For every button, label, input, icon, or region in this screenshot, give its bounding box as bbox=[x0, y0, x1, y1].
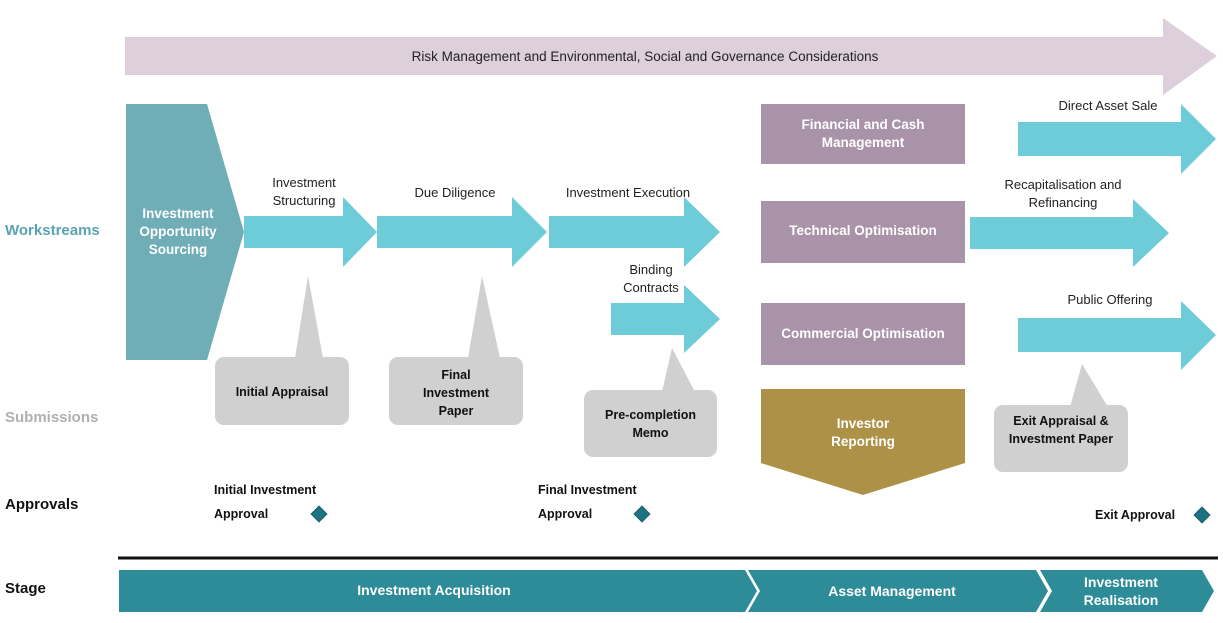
binding-contracts-label: Binding Contracts bbox=[623, 262, 679, 295]
recap-arrow bbox=[970, 199, 1169, 267]
exit-approval-label: Exit Approval bbox=[1095, 508, 1176, 522]
stage-realisation-label: Investment Realisation bbox=[1083, 574, 1159, 608]
technical-box bbox=[761, 201, 965, 263]
execution-label: Investment Execution bbox=[565, 185, 691, 200]
exit-paper-callout bbox=[994, 364, 1128, 472]
pre-completion-callout bbox=[584, 348, 717, 457]
stage-realisation-shape bbox=[1040, 570, 1214, 612]
recap-label: Recapitalisation and Refinancing bbox=[1004, 177, 1122, 210]
initial-approval-line2: Approval bbox=[214, 507, 269, 521]
direct-sale-label: Direct Asset Sale bbox=[1058, 98, 1158, 113]
public-offering-arrow bbox=[1018, 301, 1216, 370]
final-paper-callout bbox=[389, 276, 523, 425]
row-label-stage: Stage bbox=[5, 580, 46, 597]
investor-reporting-shape bbox=[761, 389, 965, 495]
technical-label: Technical Optimisation bbox=[789, 223, 937, 238]
row-label-submissions: Submissions bbox=[5, 409, 99, 426]
investor-reporting-label: Investor Reporting bbox=[831, 416, 895, 449]
row-label-workstreams: Workstreams bbox=[5, 222, 100, 239]
sourcing-label: Investment Opportunity Sourcing bbox=[139, 206, 217, 257]
initial-appraisal-callout bbox=[215, 276, 349, 425]
stage-asset-management-shape bbox=[748, 570, 1048, 612]
commercial-box bbox=[761, 303, 965, 365]
sourcing-shape bbox=[126, 104, 244, 360]
pre-completion-label: Pre-completion Memo bbox=[605, 408, 696, 440]
risk-banner-arrow bbox=[125, 18, 1217, 95]
final-paper-label: Final Investment Paper bbox=[423, 368, 489, 418]
binding-contracts-arrow bbox=[611, 285, 720, 353]
due-diligence-arrow bbox=[377, 197, 547, 267]
stage-asset-management-label: Asset Management bbox=[828, 583, 956, 599]
structuring-arrow bbox=[244, 197, 377, 267]
due-diligence-label: Due Diligence bbox=[414, 185, 496, 200]
direct-sale-arrow bbox=[1018, 104, 1216, 174]
financial-box bbox=[761, 104, 965, 164]
risk-banner-label: Risk Management and Environmental, Socia… bbox=[411, 49, 879, 64]
financial-label: Financial and Cash Management bbox=[801, 117, 925, 150]
row-label-approvals: Approvals bbox=[5, 496, 79, 513]
structuring-label: Investment Structuring bbox=[272, 175, 336, 208]
commercial-label: Commercial Optimisation bbox=[781, 326, 945, 341]
initial-approval-line1: Initial Investment bbox=[214, 483, 317, 497]
stage-acquisition-label: Investment Acquisition bbox=[357, 582, 511, 598]
final-approval-line2: Approval bbox=[538, 507, 593, 521]
final-approval-line1: Final Investment bbox=[538, 483, 637, 497]
stage-acquisition-shape bbox=[119, 570, 757, 612]
public-offering-label: Public Offering bbox=[1067, 292, 1153, 307]
execution-arrow bbox=[549, 197, 720, 267]
initial-appraisal-label: Initial Appraisal bbox=[235, 385, 329, 399]
exit-paper-label: Exit Appraisal & Investment Paper bbox=[1008, 414, 1114, 446]
